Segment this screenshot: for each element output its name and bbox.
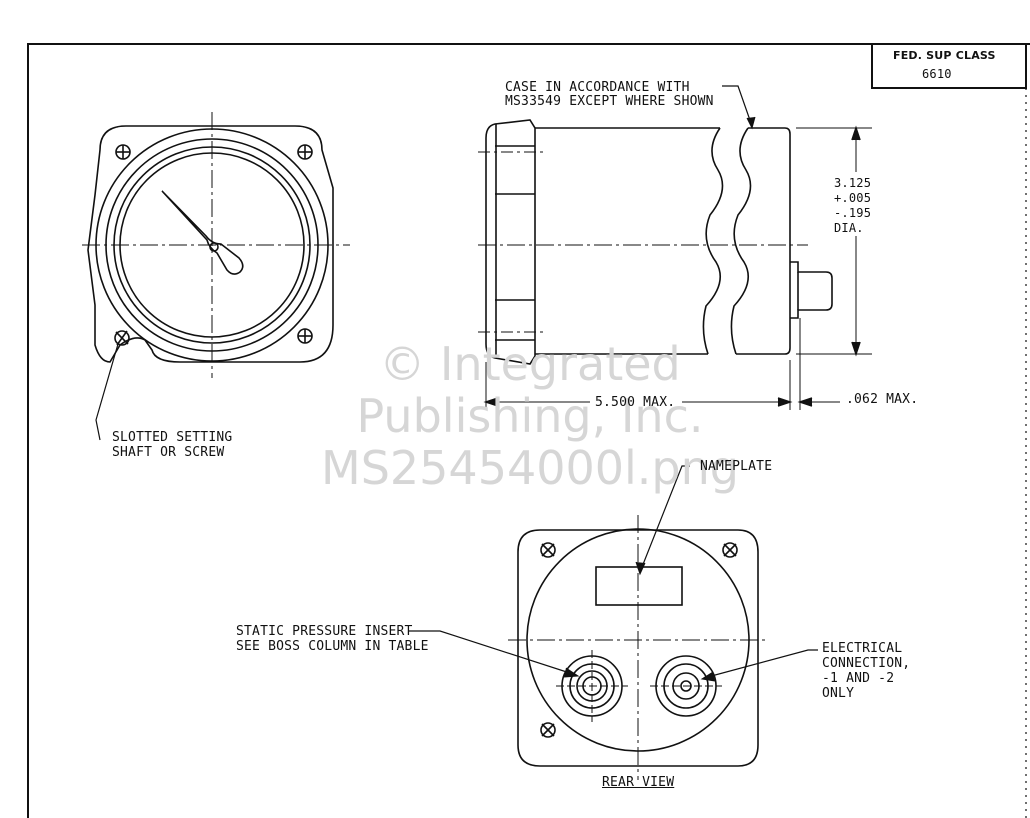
front-case-outline bbox=[87, 125, 334, 363]
side-view bbox=[478, 85, 872, 410]
pointer bbox=[161, 190, 244, 275]
rear-screw-tr bbox=[722, 542, 738, 558]
watermark: © Integrated Publishing, Inc. MS25454000… bbox=[200, 338, 860, 494]
dia-line-3: -.195 bbox=[834, 206, 872, 220]
break-right bbox=[730, 127, 752, 355]
rear-screw-tl bbox=[540, 542, 556, 558]
elec-line-3: -1 AND -2 bbox=[822, 671, 895, 686]
watermark-line-2: Publishing, Inc. bbox=[356, 389, 704, 443]
rear-screw-bl bbox=[540, 722, 556, 738]
dia-line-1: 3.125 bbox=[834, 176, 872, 190]
boss-dimension: .062 MAX. bbox=[846, 392, 919, 407]
front-screw-tr bbox=[297, 144, 313, 160]
setting-shaft bbox=[114, 330, 130, 346]
dia-line-2: +.005 bbox=[834, 191, 872, 205]
static-line-2: SEE BOSS COLUMN IN TABLE bbox=[236, 639, 429, 654]
elec-line-2: CONNECTION, bbox=[822, 656, 911, 671]
nameplate-label: NAMEPLATE bbox=[700, 459, 773, 474]
front-screw-br bbox=[297, 328, 313, 344]
static-line-1: STATIC PRESSURE INSERT bbox=[236, 624, 413, 639]
electrical-connector bbox=[650, 655, 722, 717]
rear-view-caption: REAR VIEW bbox=[602, 775, 675, 790]
case-note-line-1: CASE IN ACCORDANCE WITH bbox=[505, 80, 690, 95]
watermark-line-1: © Integrated bbox=[379, 337, 681, 391]
watermark-line-3: MS25454000l.png bbox=[321, 441, 739, 495]
fed-sup-class-label: FED. SUP CLASS bbox=[893, 49, 996, 62]
break-left bbox=[702, 127, 724, 355]
drawing-border bbox=[27, 43, 1030, 818]
elec-line-4: ONLY bbox=[822, 686, 855, 701]
elec-line-1: ELECTRICAL bbox=[822, 641, 903, 656]
rear-boss bbox=[790, 261, 833, 319]
title-block-box bbox=[871, 44, 1027, 89]
nameplate-rect bbox=[595, 566, 683, 606]
case-note-line-2: MS33549 EXCEPT WHERE SHOWN bbox=[505, 94, 714, 109]
rear-view bbox=[408, 465, 818, 780]
slotted-line-1: SLOTTED SETTING bbox=[112, 430, 233, 445]
rear-case-outline bbox=[517, 529, 759, 767]
static-pressure-port bbox=[556, 650, 628, 722]
fed-sup-class-value: 6610 bbox=[922, 67, 952, 81]
front-view bbox=[82, 112, 350, 441]
side-bezel bbox=[485, 119, 536, 365]
front-screw-tl bbox=[115, 144, 131, 160]
dia-line-4: DIA. bbox=[834, 221, 864, 235]
length-dimension: 5.500 MAX. bbox=[595, 395, 676, 410]
slotted-line-2: SHAFT OR SCREW bbox=[112, 445, 225, 460]
